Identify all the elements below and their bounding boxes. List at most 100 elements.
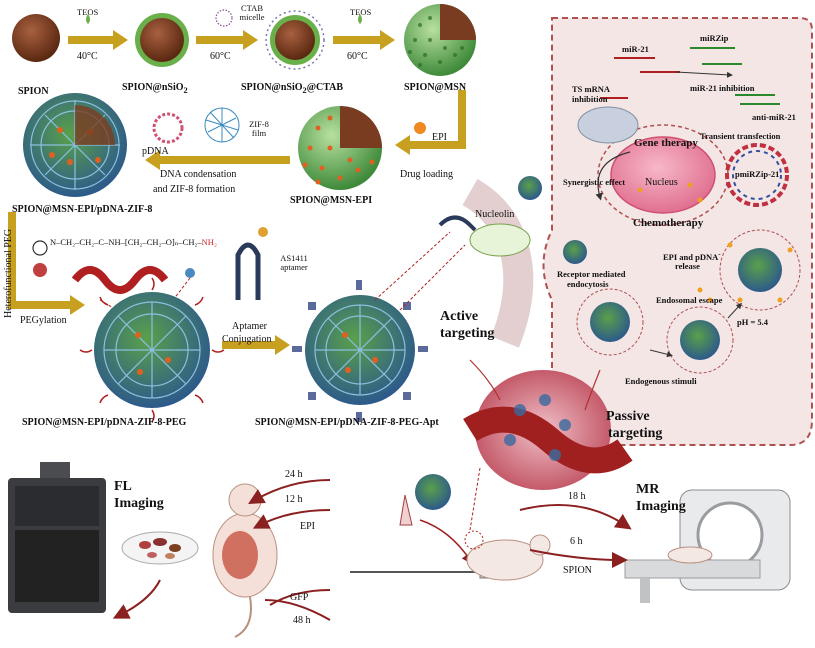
aptamer-nucleolin-zoom: [438, 215, 477, 232]
temp-label-2: 60°C: [210, 51, 231, 62]
aptamer-conj-2: Conjugation: [222, 334, 272, 345]
h18-label: 18 h: [568, 491, 586, 502]
arrow-aptamer-conjugation: [222, 227, 290, 355]
mir21-inhibition-label: miR-21 inhibition: [690, 83, 755, 93]
fl-imager-icon: [8, 462, 106, 613]
arrow-ctab: [196, 9, 258, 50]
drug-loading-label: Drug loading: [400, 169, 454, 180]
zif8-formation-label: and ZIF-8 formation: [153, 184, 236, 195]
spion-label: SPION: [18, 86, 49, 97]
h24-label: 24 h: [285, 469, 303, 480]
mirzip-label: miRZip: [700, 33, 729, 43]
imaging-arrows: [112, 479, 632, 621]
aptamer-conj-1: Aptamer: [232, 321, 267, 332]
aptamer-icon: [235, 242, 261, 300]
transient-transfection-label: Transient transfection: [700, 131, 781, 141]
mri-scanner-icon: [624, 489, 791, 603]
endogenous-label: Endogenous stimuli: [625, 376, 697, 386]
ph-label: pH = 5.4: [737, 317, 769, 327]
peg-nanoparticle: [79, 277, 225, 423]
ts-mrna-1: TS mRNA: [572, 84, 611, 94]
receptor-2: endocytosis: [567, 279, 609, 289]
synergistic-label: Synergistic effect: [563, 177, 626, 187]
arrow-dna-condensation: [145, 107, 290, 170]
peg-formula: N–CH₂–CH₂–C–NH–[CH₂–CH₂–O]ₙ–CH₂–NH₂: [50, 237, 217, 247]
gfp-label: GFP: [290, 592, 309, 603]
spion-nsio2-label: SPION@nSiO2: [122, 82, 188, 95]
anti-mir21-label: anti-miR-21: [752, 112, 796, 122]
spion-msn-epi-label: SPION@MSN-EPI: [290, 195, 373, 206]
ts-mrna-2: inhibition: [572, 94, 608, 104]
nucleus-circle: [610, 136, 716, 214]
petri-dish-organs: [121, 531, 199, 565]
temp-label-1: 40°C: [77, 51, 98, 62]
spion-msn-particle: [404, 4, 476, 76]
pegylation-label: PEGylation: [20, 315, 67, 326]
spion-msn-epi-particle: [298, 106, 382, 190]
nucleolin-label: Nucleolin: [475, 209, 515, 220]
ctab-micelle-icon: [215, 9, 233, 27]
hetero-peg-label: Heterofunctional PEG: [3, 228, 14, 318]
aptamer-label: AS1411 aptamer: [280, 253, 308, 272]
pdna-plasmid-icon: [152, 112, 184, 144]
tube-icon: [399, 494, 413, 526]
teos-drop-icon: [86, 14, 90, 24]
arrow-teos-1: [68, 14, 128, 50]
spion-msn-label: SPION@MSN: [404, 82, 467, 93]
spion-particle: [12, 14, 60, 62]
active-targeting-1: Active: [440, 309, 479, 324]
release-1: EPI and pDNA-: [663, 250, 721, 262]
dna-condensation-label: DNA condensation: [160, 169, 237, 180]
mouse-dissected: [212, 483, 278, 638]
ctab-micelle-label: CTAB micelle: [239, 3, 265, 22]
gene-therapy-label: Gene therapy: [634, 137, 698, 149]
epi-label: EPI: [432, 132, 447, 143]
aptamer-nanoparticle: [292, 280, 428, 422]
injection-nanoparticle: [399, 474, 474, 565]
teos-drop-icon-2: [358, 14, 362, 24]
mr-imaging-2: Imaging: [636, 499, 686, 514]
pmirzip-label: pmiRZip-21: [735, 169, 780, 179]
chemotherapy-label: Chemotherapy: [633, 217, 704, 229]
fl-imaging-2: Imaging: [114, 496, 164, 511]
temp-label-3: 60°C: [347, 51, 368, 62]
h6-label: 6 h: [570, 536, 583, 547]
apt-np-label: SPION@MSN-EPI/pDNA-ZIF-8-PEG-Apt: [255, 417, 439, 428]
epi-imaging-label: EPI: [300, 521, 315, 532]
zif8-np-label: SPION@MSN-EPI/pDNA-ZIF-8: [12, 204, 153, 215]
mouse-injection: [350, 530, 551, 581]
teos-label-2: TEOS: [350, 7, 372, 17]
spion-nsio2-particle: [135, 13, 189, 67]
passive-targeting-2: targeting: [608, 426, 663, 441]
nucleolin-membrane: [462, 178, 534, 348]
teos-label-1: TEOS: [77, 7, 99, 17]
active-targeting-2: targeting: [440, 326, 495, 341]
np-entering-cell: [563, 240, 587, 264]
spion-imaging-label: SPION: [563, 565, 592, 576]
passive-targeting-1: Passive: [606, 409, 650, 424]
h48-label: 48 h: [293, 615, 311, 626]
endosomal-escape-label: Endosomal escape: [656, 295, 723, 305]
arrow-teos-2: [333, 14, 395, 50]
spion-nsio2-ctab-particle: [265, 10, 325, 70]
release-2: release: [675, 261, 700, 271]
ago2-protein-icon: [577, 106, 639, 144]
peg-np-label: SPION@MSN-EPI/pDNA-ZIF-8-PEG: [22, 417, 187, 428]
zif8-film-label: ZIF-8 film: [249, 119, 269, 138]
pdna-label: pDNA: [142, 146, 169, 157]
epi-drug-icon: [414, 122, 426, 134]
mir21-label: miR-21: [622, 44, 649, 54]
zif8-cage-icon: [204, 107, 240, 143]
zif8-coated-particle: [23, 93, 127, 197]
spion-nsio2-ctab-label: SPION@nSiO2@CTAB: [241, 82, 344, 95]
active-link-line: [374, 231, 451, 301]
tumor-blood-vessel: [463, 359, 633, 531]
receptor-1: Receptor mediated: [557, 269, 626, 279]
pmirzip-plasmid-icon: [725, 143, 789, 207]
mr-imaging-1: MR: [636, 482, 660, 497]
arrow-down-to-epi: [395, 90, 466, 155]
h12-label: 12 h: [285, 494, 303, 505]
fl-imaging-1: FL: [114, 479, 132, 494]
nucleus-label: Nucleus: [645, 177, 678, 188]
